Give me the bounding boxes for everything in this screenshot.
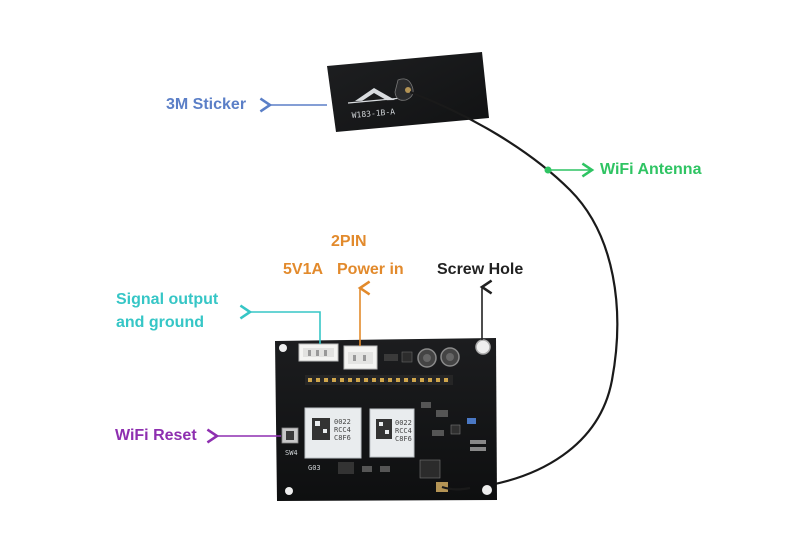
- signal-connector: [298, 343, 339, 362]
- qr-code-icon: [376, 419, 392, 439]
- wifi-module-right: 0022 RCC4 C8F6: [369, 408, 415, 458]
- capacitor-1: [417, 348, 437, 368]
- screw-hole-bottom-left: [285, 487, 293, 495]
- label-2pin: 2PIN: [331, 233, 367, 250]
- antenna-sticker: W183-1B-A: [327, 52, 489, 132]
- module-left-line-2: RCC4: [334, 426, 351, 434]
- power-connector: [343, 345, 378, 370]
- capacitor-2: [440, 347, 460, 367]
- signal-arrow: [239, 304, 321, 344]
- reset-silk-text: SW4: [285, 449, 298, 457]
- module-right-line-3: C8F6: [395, 435, 412, 443]
- antenna-connector: [394, 78, 414, 101]
- sticker-logo-icon: [347, 88, 403, 104]
- label-wifi-reset: WiFi Reset: [115, 427, 197, 444]
- label-3m-sticker: 3M Sticker: [166, 96, 247, 113]
- callout-arrows: [206, 97, 595, 444]
- sticker-model-text: W183-1B-A: [351, 107, 395, 120]
- module-left-line-3: C8F6: [334, 434, 351, 442]
- label-power-in: Power in: [337, 261, 404, 278]
- screw-hole-top-left: [279, 344, 287, 352]
- pcb-board: 0022 RCC4 C8F6 0022 RCC4 C8F6 G03: [275, 338, 497, 501]
- wifi-reset-button: [281, 427, 299, 444]
- module-right-line-1: 0022: [395, 419, 412, 427]
- label-5v1a: 5V1A: [283, 261, 324, 278]
- board-silk-text: G03: [308, 464, 321, 472]
- wifi-module-left: 0022 RCC4 C8F6: [304, 407, 362, 459]
- label-and-ground: and ground: [116, 314, 204, 331]
- qr-code-icon: [312, 418, 330, 440]
- board-antenna-connector: [436, 482, 471, 492]
- screw-hole-top-right: [475, 339, 491, 355]
- pin-header: [305, 375, 453, 385]
- screw-hole-bottom-right: [482, 485, 492, 495]
- antenna-cable: [409, 90, 619, 490]
- module-left-line-1: 0022: [334, 418, 351, 426]
- module-right-line-2: RCC4: [395, 427, 412, 435]
- label-wifi-antenna: WiFi Antenna: [600, 161, 702, 178]
- label-signal-output: Signal output: [116, 291, 219, 308]
- label-screw-hole: Screw Hole: [437, 261, 524, 278]
